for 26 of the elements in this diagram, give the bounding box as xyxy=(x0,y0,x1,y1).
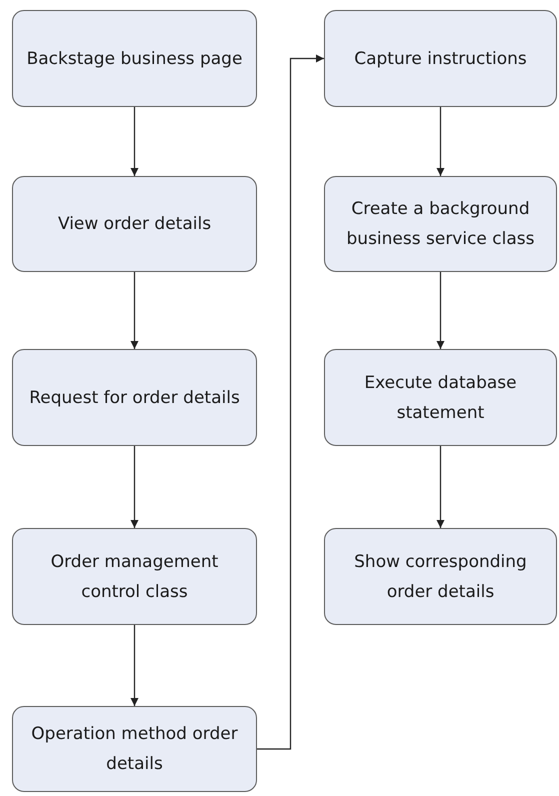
box-label: Backstage business page xyxy=(26,48,242,70)
box-label: Capture instructions xyxy=(354,48,527,70)
box-label: Show corresponding order details xyxy=(353,550,528,604)
box-label: Create a background business service class xyxy=(346,198,536,251)
process-box xyxy=(12,349,257,446)
process-box xyxy=(324,10,557,107)
box-label: Execute database statement xyxy=(363,372,518,424)
process-box xyxy=(324,176,557,272)
process-box xyxy=(12,528,257,625)
arrow xyxy=(436,107,444,176)
box-label: Operation method order details xyxy=(30,723,239,776)
arrow xyxy=(130,272,138,349)
box-label: Order management control class xyxy=(50,550,220,604)
arrow xyxy=(436,446,444,528)
process-box xyxy=(12,706,257,792)
arrow xyxy=(436,272,444,349)
arrow xyxy=(130,446,138,528)
process-box xyxy=(324,528,557,625)
box-label: Request for order details xyxy=(29,386,240,410)
box-label: View order details xyxy=(58,213,212,236)
arrow xyxy=(130,625,138,706)
process-box xyxy=(12,176,257,272)
arrow xyxy=(130,107,138,176)
arrow xyxy=(257,54,324,750)
process-box xyxy=(12,10,257,107)
process-box xyxy=(324,349,557,446)
